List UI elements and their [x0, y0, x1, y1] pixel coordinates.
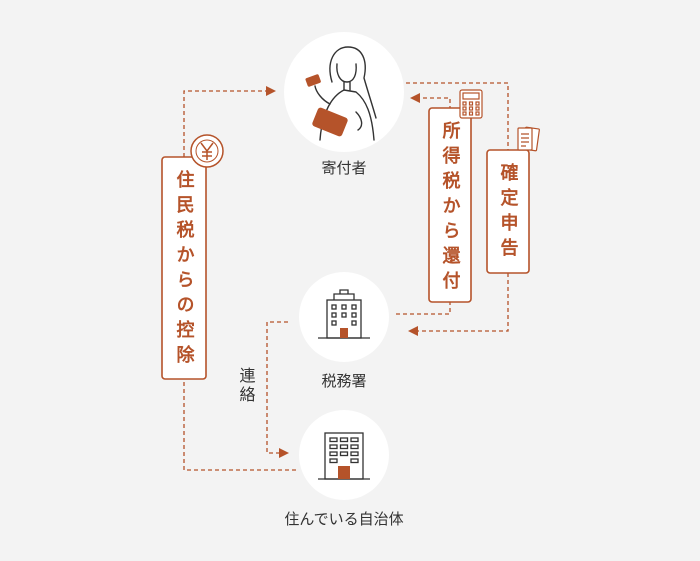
flow-box-refund	[428, 107, 472, 303]
city-hall-door	[338, 466, 350, 479]
yen-coin-icon	[190, 134, 224, 168]
flow-label-resident-tax: 住民税からの控除	[174, 169, 195, 370]
tax-office-door	[340, 328, 348, 338]
wallet	[312, 107, 348, 137]
connector-filing	[406, 82, 509, 331]
flow-label-refund: 所得税から還付	[440, 121, 462, 296]
connector-resident-tax	[183, 91, 296, 471]
connectors	[183, 82, 509, 471]
donor-circle	[284, 32, 404, 152]
flow-label-filing: 確定申告	[498, 162, 519, 263]
node-label-tax-office: 税務署	[321, 372, 366, 390]
calculator-icon	[459, 89, 483, 119]
flow-box-resident-tax	[161, 156, 207, 380]
flow-label-contact: 連絡	[237, 367, 256, 405]
documents-icon	[517, 126, 540, 152]
flow-box-filing	[486, 149, 530, 274]
connector-contact	[266, 321, 289, 458]
card-in-hand	[305, 74, 321, 87]
node-label-municipality: 住んでいる自治体	[284, 510, 403, 528]
connector-refund	[396, 98, 451, 315]
node-label-donor: 寄付者	[321, 159, 366, 177]
